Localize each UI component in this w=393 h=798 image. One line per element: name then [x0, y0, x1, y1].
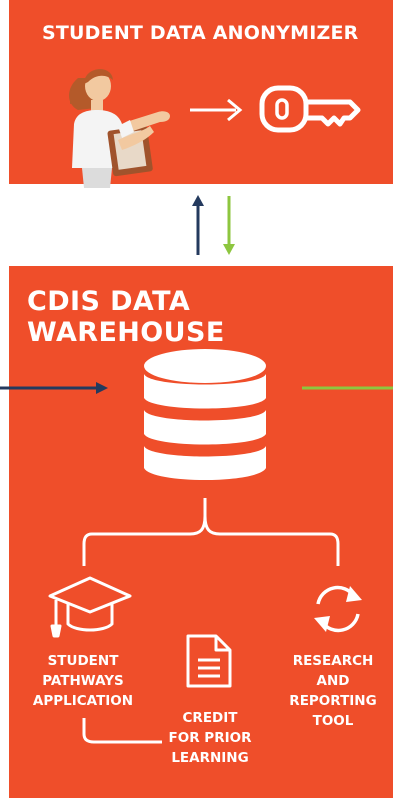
database-icon: [144, 349, 266, 480]
incoming-data-arrow: [0, 382, 108, 394]
app-connector: [82, 498, 340, 744]
transform-arrow: [190, 98, 243, 122]
label-line: LEARNING: [171, 750, 249, 766]
label-line: APPLICATION: [32, 693, 134, 709]
label-line: RESEARCH: [292, 653, 374, 669]
warehouse-title: CDIS DATA WAREHOUSE: [27, 286, 225, 348]
return-arrow: [223, 196, 235, 255]
person-with-clipboard-icon: [69, 69, 170, 188]
label-line: AND: [316, 673, 350, 689]
anonymizer-title: STUDENT DATA ANONYMIZER: [42, 22, 359, 44]
label-line: REPORTING: [289, 693, 377, 709]
refresh-arrows-icon: [314, 585, 362, 633]
student-pathways-label: STUDENT PATHWAYS APPLICATION: [24, 651, 142, 711]
research-reporting-label: RESEARCH AND REPORTING TOOL: [283, 651, 383, 731]
label-line: PATHWAYS: [42, 673, 124, 689]
document-icon: [186, 634, 232, 688]
label-line: CREDIT: [182, 710, 238, 726]
label-line: STUDENT: [47, 653, 119, 669]
credit-prior-learning-label: CREDIT FOR PRIOR LEARNING: [155, 708, 265, 768]
key-icon: [259, 85, 361, 133]
label-line: TOOL: [312, 713, 354, 729]
graduation-cap-icon: [48, 576, 132, 638]
upload-arrow: [192, 195, 204, 255]
label-line: FOR PRIOR: [168, 730, 252, 746]
